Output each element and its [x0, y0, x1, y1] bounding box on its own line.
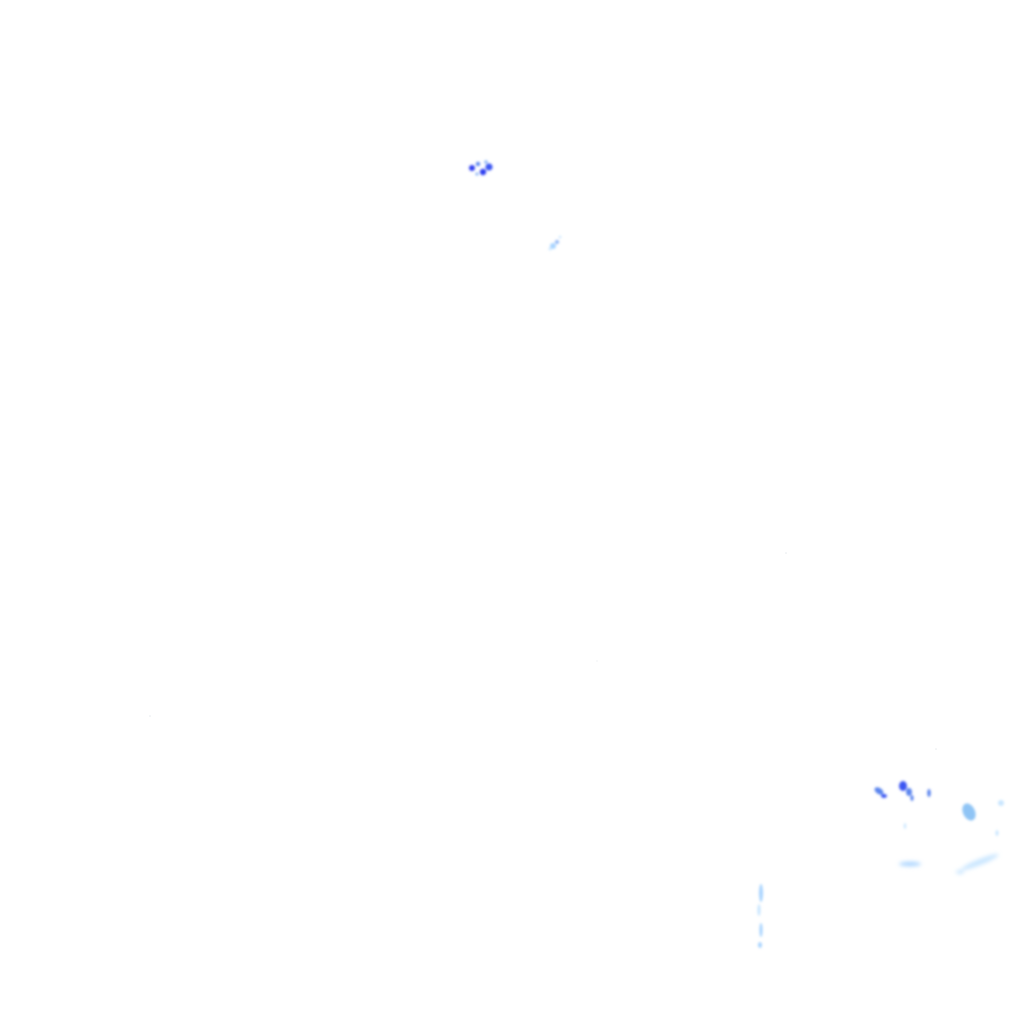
radar-echo	[596, 660, 598, 662]
radar-echo	[548, 247, 552, 251]
radar-echo	[475, 161, 481, 167]
radar-echo	[759, 884, 763, 902]
radar-echo-band-south-east	[899, 854, 999, 874]
radar-echo	[927, 789, 931, 797]
radar-echo	[998, 800, 1004, 806]
radar-echo	[479, 168, 487, 176]
radar-echo	[484, 160, 488, 164]
radar-echo	[906, 788, 912, 796]
radar-echo	[956, 870, 964, 874]
radar-echo	[785, 552, 787, 554]
radar-echo	[910, 795, 914, 801]
radar-echo	[881, 794, 887, 798]
radar-echo	[759, 923, 763, 937]
radar-echo	[757, 904, 761, 916]
radar-echo	[758, 942, 762, 948]
radar-echo	[995, 830, 999, 836]
radar-echo	[874, 787, 884, 795]
radar-echo-band-south	[757, 884, 763, 948]
radar-echo	[485, 163, 493, 171]
radar-echo	[475, 172, 479, 176]
radar-echo	[149, 715, 151, 717]
radar-echo	[550, 243, 556, 249]
radar-echo-cell-north	[469, 160, 493, 176]
radar-echo-specks	[149, 552, 937, 750]
radar-echo	[935, 748, 937, 750]
radar-echo	[961, 854, 999, 870]
radar-echo	[899, 781, 907, 791]
radar-echo	[962, 803, 976, 821]
radar-echo	[558, 235, 562, 239]
radar-echo-cluster-south-east	[874, 781, 1004, 836]
radar-echo	[903, 823, 907, 829]
radar-echo	[899, 861, 921, 867]
radar-echo	[555, 240, 559, 244]
radar-echo	[469, 165, 475, 171]
radar-echo-cell-north-east-small	[548, 235, 562, 251]
